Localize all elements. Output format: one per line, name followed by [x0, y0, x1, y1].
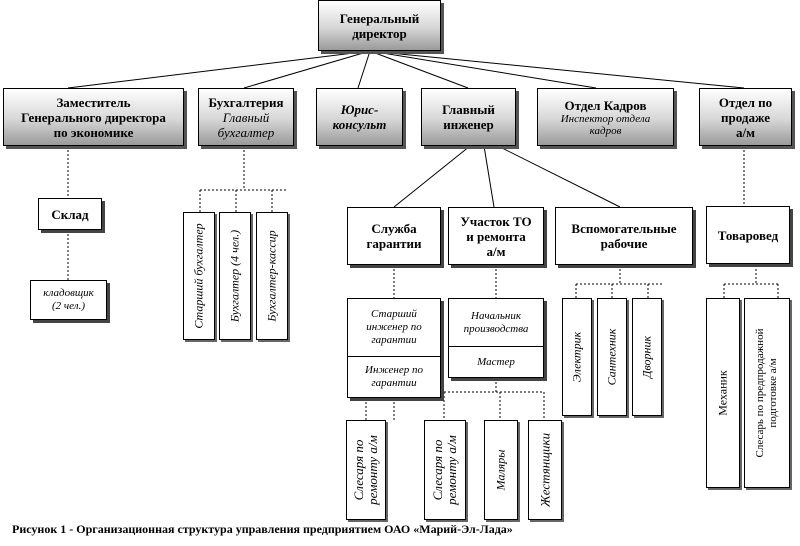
sales-line1: Отдел по	[718, 94, 773, 110]
electrician-box: Электрик	[562, 298, 592, 416]
accountant-label: Бухгалтер (4 чел.)	[227, 229, 242, 323]
master-label: Мастер	[477, 355, 515, 368]
sales-line2: продаже	[721, 109, 770, 125]
warranty-mechanics-box: Слесаря по ремонту а/м	[346, 420, 386, 520]
chief-engineer-box: Главный инженер	[421, 88, 516, 146]
deputy-line2: Генерального директора	[21, 109, 166, 125]
service-title3: а/м	[486, 243, 506, 259]
presale-mechanic-label: Слесарь по предпродажной подготовке а/м	[754, 329, 780, 458]
service-mechanics-label: Слесаря по ремонту а/м	[430, 435, 459, 505]
service-mechanics-line1: Слесаря по	[430, 439, 445, 501]
general-director-line2: директор	[352, 25, 407, 41]
merchandiser-title: Товаровед	[717, 227, 779, 243]
warranty-mechanics-line2: ремонту а/м	[365, 435, 380, 505]
hr-inspector-line1: Инспектор отдела	[560, 112, 651, 125]
warranty-mechanics-line1: Слесаря по	[351, 439, 366, 501]
hr-department-box: Отдел Кадров Инспектор отдела кадров	[537, 88, 674, 146]
figure-caption: Рисунок 1 - Организационная структура уп…	[12, 522, 513, 536]
production-head-line1: Начальник	[471, 309, 521, 322]
merchandiser-box: Товаровед	[706, 206, 790, 264]
electrician-label: Электрик	[569, 331, 584, 383]
tinsmiths-label: Жестянщики	[537, 432, 553, 508]
chief-engineer-line2: инженер	[443, 117, 494, 132]
service-title2: и ремонта	[466, 228, 526, 244]
warranty-mechanics-label: Слесаря по ремонту а/м	[351, 435, 380, 505]
warranty-divider	[348, 356, 440, 358]
chief-accountant-line1: Главный	[222, 109, 270, 125]
storekeeper-box: кладовщик (2 чел.)	[30, 280, 107, 320]
plumber-label: Сантехник	[604, 328, 619, 386]
aux-title2: рабочие	[600, 236, 648, 251]
senior-accountant-label: Старший бухгалтер	[191, 223, 206, 329]
production-head-block: Начальник производства	[464, 299, 529, 346]
general-director-line1: Генеральный	[339, 10, 420, 26]
accountant-box: Бухгалтер (4 чел.)	[219, 212, 251, 340]
warranty-staff-box: Старший инженер по гарантии Инженер по г…	[347, 298, 441, 398]
deputy-line1: Заместитель	[56, 94, 131, 110]
warranty-title1: Служба	[371, 221, 417, 236]
production-head-line2: производства	[463, 322, 529, 335]
painters-label: Маляры	[493, 449, 508, 491]
sales-line3: а/м	[736, 124, 755, 140]
hr-inspector-line2: кадров	[589, 124, 622, 137]
painters-box: Маляры	[484, 420, 518, 520]
chief-accountant-line2: бухгалтер	[217, 124, 275, 140]
master-block: Мастер	[477, 347, 515, 377]
plumber-box: Сантехник	[597, 298, 627, 416]
warranty-service-box: Служба гарантии	[347, 207, 441, 265]
senior-engineer-line1: Старший	[371, 308, 417, 321]
general-director-box: Генеральный директор	[318, 0, 441, 51]
warranty-title2: гарантии	[366, 236, 422, 251]
tinsmiths-box: Жестянщики	[528, 420, 562, 520]
mechanic-label: Механик	[715, 370, 730, 416]
warranty-engineer-block: Инженер по гарантии	[365, 357, 423, 397]
service-divider	[449, 346, 543, 348]
service-title1: Участок ТО	[460, 213, 532, 229]
service-station-box: Участок ТО и ремонта а/м	[448, 207, 544, 265]
auxiliary-workers-box: Вспомогательные рабочие	[555, 207, 693, 265]
storekeeper-line1: кладовщик	[43, 287, 94, 299]
senior-engineer-line3: гарантии	[371, 334, 417, 347]
service-staff-box: Начальник производства Мастер	[448, 298, 544, 378]
sales-department-box: Отдел по продаже а/м	[699, 88, 792, 146]
deputy-line3: по экономике	[53, 124, 134, 140]
senior-engineer-line2: инженер по	[366, 321, 422, 334]
jurist-line1: Юрис-	[340, 102, 379, 117]
presale-mechanic-line2: подготовке а/м	[767, 358, 779, 428]
chief-engineer-line1: Главный	[442, 102, 495, 117]
accounting-box: Бухгалтерия Главный бухгалтер	[198, 88, 294, 146]
janitor-box: Дворник	[632, 298, 662, 416]
presale-mechanic-line1: Слесарь по предпродажной	[754, 328, 766, 458]
aux-title1: Вспомогательные	[571, 221, 677, 236]
service-mechanics-line2: ремонту а/м	[444, 435, 459, 505]
deputy-director-box: Заместитель Генерального директора по эк…	[3, 88, 184, 146]
accounting-title: Бухгалтерия	[208, 94, 284, 110]
hr-title: Отдел Кадров	[564, 97, 647, 113]
senior-accountant-box: Старший бухгалтер	[183, 212, 215, 340]
warehouse-box: Склад	[38, 198, 102, 230]
storekeeper-line2: (2 чел.)	[52, 300, 85, 312]
accountant-cashier-box: Бухгалтер-кассир	[256, 212, 288, 340]
warranty-engineer-line1: Инженер по	[365, 364, 423, 377]
jurist-box: Юрис- консульт	[316, 88, 403, 146]
mechanic-box: Механик	[706, 298, 740, 488]
janitor-label: Дворник	[639, 335, 654, 379]
accountant-cashier-label: Бухгалтер-кассир	[264, 230, 279, 322]
service-mechanics-box: Слесаря по ремонту а/м	[424, 420, 466, 520]
jurist-line2: консульт	[332, 117, 387, 132]
warranty-engineer-line2: гарантии	[371, 377, 417, 390]
presale-mechanic-box: Слесарь по предпродажной подготовке а/м	[744, 298, 790, 488]
warehouse-title: Склад	[51, 206, 89, 222]
senior-engineer-block: Старший инженер по гарантии	[366, 299, 422, 356]
